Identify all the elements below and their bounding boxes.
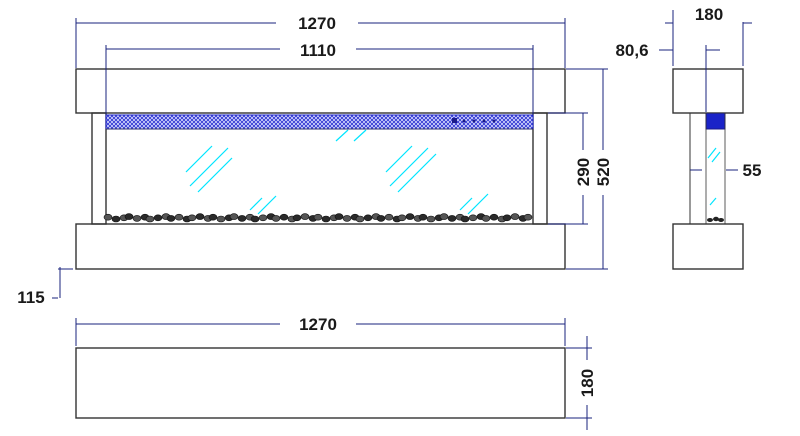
side-pebbles bbox=[707, 216, 724, 222]
pebble bbox=[132, 215, 142, 222]
pebble bbox=[124, 213, 134, 220]
pebble bbox=[334, 213, 344, 220]
front-dimension-labels: 1270 1110 290 520 115 bbox=[17, 14, 613, 307]
pebble bbox=[481, 215, 491, 222]
dim-top-width: 1270 bbox=[299, 315, 337, 334]
front-right-post bbox=[532, 112, 548, 225]
pebble bbox=[418, 213, 428, 221]
pebble bbox=[355, 215, 365, 223]
glass-panel bbox=[105, 128, 534, 225]
pebble bbox=[342, 215, 352, 222]
pebble bbox=[103, 213, 113, 221]
pebble bbox=[153, 214, 163, 222]
side-dimension-labels: 180 80,6 55 bbox=[615, 5, 761, 180]
pebble bbox=[300, 213, 310, 220]
pebble bbox=[250, 215, 260, 223]
pebble bbox=[229, 213, 239, 220]
pebble bbox=[145, 215, 155, 223]
pebble bbox=[271, 215, 281, 222]
pebble bbox=[397, 214, 407, 222]
top-dimension-lines bbox=[75, 318, 592, 430]
side-view bbox=[672, 68, 744, 270]
pebble bbox=[208, 213, 218, 221]
dim-overall-width: 1270 bbox=[298, 14, 336, 33]
pebble bbox=[187, 214, 197, 222]
front-view bbox=[75, 68, 566, 270]
side-top-header bbox=[672, 68, 744, 114]
side-dimension-lines bbox=[659, 10, 752, 171]
pebble bbox=[292, 214, 302, 222]
pebble bbox=[468, 214, 478, 222]
pebble bbox=[502, 214, 512, 222]
pebble bbox=[363, 214, 373, 222]
front-top-header bbox=[75, 68, 566, 114]
dim-top-depth: 180 bbox=[578, 369, 597, 397]
pebble bbox=[510, 213, 520, 220]
top-view bbox=[75, 347, 566, 419]
dim-side-depth: 180 bbox=[695, 5, 723, 24]
pebble bbox=[216, 215, 226, 223]
pebble bbox=[258, 214, 268, 222]
pebble bbox=[460, 215, 470, 223]
dim-front-offset: 80,6 bbox=[615, 41, 648, 60]
pebble bbox=[237, 215, 247, 222]
pebble bbox=[489, 213, 499, 221]
pebble bbox=[447, 215, 457, 222]
front-dimension-lines bbox=[52, 18, 608, 299]
pebble bbox=[321, 215, 331, 223]
pebble bbox=[195, 213, 205, 220]
dim-glass-depth: 55 bbox=[743, 161, 762, 180]
pebble bbox=[376, 215, 386, 222]
top-view-outline bbox=[75, 347, 566, 419]
pebble bbox=[523, 213, 533, 221]
side-led-block bbox=[705, 112, 726, 130]
dim-glass-height: 290 bbox=[574, 158, 593, 186]
led-mesh-strip bbox=[105, 114, 534, 130]
pebble bbox=[279, 213, 289, 221]
side-glass-channel bbox=[705, 112, 726, 225]
dim-glass-width: 1110 bbox=[300, 41, 336, 60]
pebble bbox=[174, 213, 184, 221]
dim-plinth-offset: 115 bbox=[17, 288, 44, 307]
pebble bbox=[384, 213, 394, 221]
pebble-bed bbox=[103, 213, 533, 223]
side-plinth bbox=[672, 223, 744, 270]
glass-reflection-lines bbox=[185, 129, 489, 215]
control-indicators bbox=[452, 118, 496, 123]
pebble bbox=[166, 215, 176, 222]
front-left-post bbox=[91, 112, 107, 225]
pebble bbox=[405, 213, 415, 220]
pebble bbox=[313, 213, 323, 221]
pebble bbox=[111, 215, 121, 223]
top-dimension-labels: 1270 180 bbox=[299, 315, 597, 397]
front-plinth bbox=[75, 223, 566, 270]
pebble bbox=[426, 215, 436, 223]
pebble bbox=[439, 213, 449, 220]
dim-overall-height: 520 bbox=[594, 158, 613, 186]
